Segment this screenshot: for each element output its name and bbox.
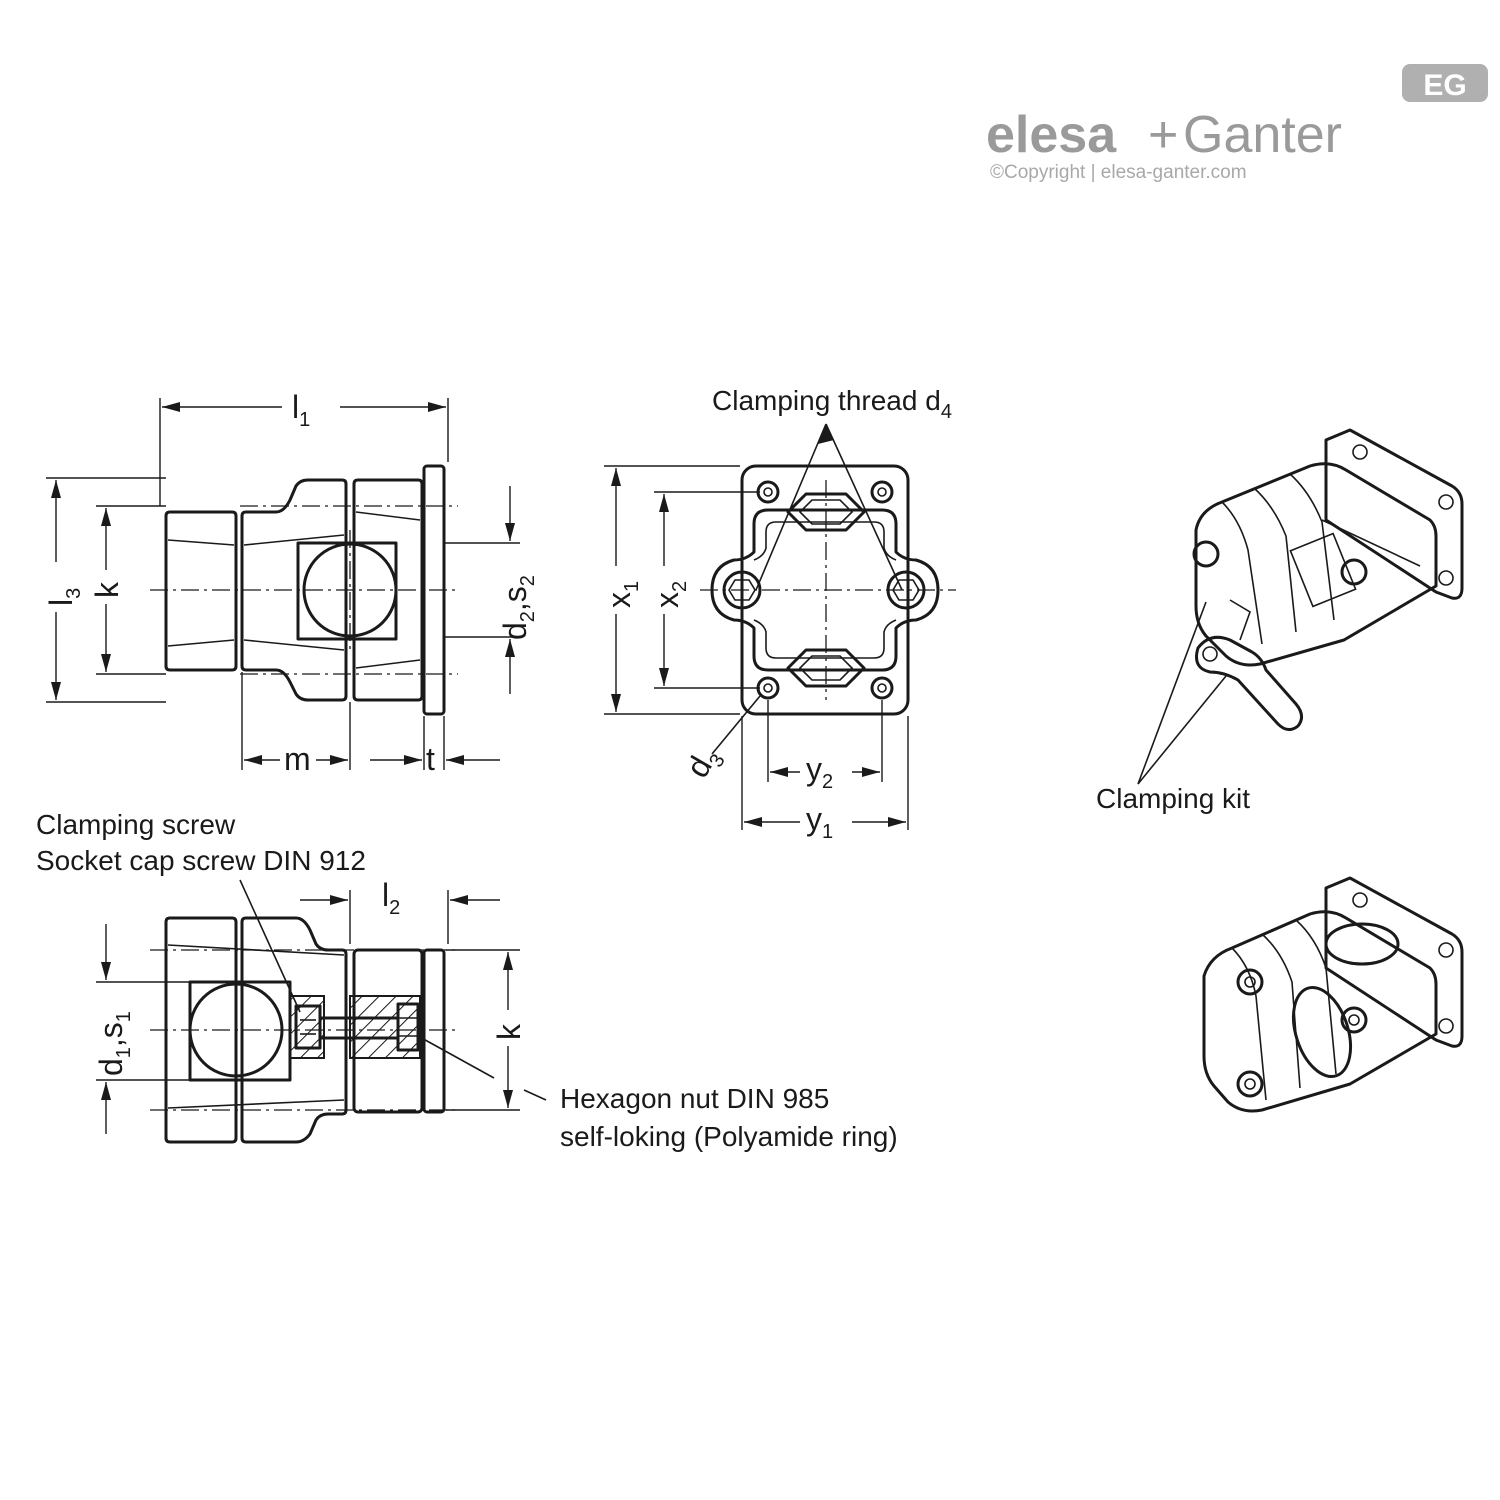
section-flange: [422, 948, 446, 1114]
front-screw-br: [870, 676, 894, 700]
side-view: l1 l3 k d2,s2 m: [40, 388, 539, 777]
brand-logo: EG elesa + Ganter ©Copyright | elesa-gan…: [986, 64, 1488, 183]
svg-text:d3: d3: [679, 740, 730, 786]
brand-badge-text: EG: [1423, 69, 1466, 102]
clamping-screw-label: Clamping screw: [36, 809, 236, 840]
brand-name-left: elesa: [986, 106, 1117, 164]
iso2-screw-bottom: [1236, 1070, 1264, 1098]
dim-d1s1-label: d: [93, 1058, 129, 1076]
dim-x1-label: x: [601, 592, 637, 608]
side-right-block: [352, 478, 424, 702]
dim-l2-label: l: [382, 877, 389, 913]
brand-badge: [1402, 64, 1488, 102]
section-left-block: [164, 916, 238, 1144]
dim-k-label: k: [89, 581, 125, 598]
iso1-clamping-lever: [1195, 635, 1303, 731]
front-screw-bl: [756, 676, 780, 700]
section-view: Clamping screw Socket cap screw DIN 912: [36, 809, 898, 1152]
svg-text:d2,s2: d2,s2: [497, 575, 539, 640]
front-screw-tl: [756, 480, 780, 504]
iso1-body: [1194, 462, 1438, 667]
svg-text:l3: l3: [43, 588, 85, 606]
iso1-flange: [1324, 428, 1464, 600]
iso2-flange: [1324, 876, 1464, 1048]
svg-text:y1: y1: [806, 801, 833, 843]
svg-text:x2: x2: [649, 581, 691, 608]
svg-text:y2: y2: [806, 751, 833, 793]
front-cross-body: [710, 508, 940, 672]
side-left-block: [164, 510, 238, 672]
iso2-bore-top: [1324, 922, 1400, 966]
svg-text:x1: x1: [601, 581, 643, 608]
dim-m-label: m: [284, 741, 311, 777]
dim-k2-label: k: [491, 1023, 527, 1040]
side-middle-block: [240, 478, 348, 702]
dim-y1-label: y: [806, 801, 822, 837]
brand-copyright: ©Copyright | elesa-ganter.com: [990, 162, 1247, 183]
hex-nut-sub-label: self-loking (Polyamide ring): [560, 1121, 898, 1152]
svg-text:l1: l1: [292, 389, 310, 431]
iso1-screw-b: [1192, 540, 1220, 568]
iso2-bore-side: [1291, 986, 1353, 1078]
iso2-screw-side: [1340, 1006, 1368, 1034]
dim-l3-label: l: [43, 599, 79, 606]
brand-name-right: Ganter: [1183, 106, 1342, 164]
svg-text:d1,s1: d1,s1: [93, 1011, 135, 1076]
dim-x2-label: x: [649, 592, 685, 608]
front-screw-tr: [870, 480, 894, 504]
front-hex-top: [786, 492, 866, 532]
section-hex-nut: [396, 1002, 420, 1052]
dim-y2-label: y: [806, 751, 822, 787]
iso2-screw-top: [1236, 968, 1264, 996]
dim-d2s2-label: d: [497, 622, 533, 640]
clamping-kit-label: Clamping kit: [1096, 783, 1250, 814]
iso-view-clamping-kit: Clamping kit: [1096, 428, 1464, 814]
iso1-screw-a: [1340, 558, 1368, 586]
svg-text:l2: l2: [382, 877, 400, 919]
socket-cap-screw-label: Socket cap screw DIN 912: [36, 845, 366, 876]
svg-text:Clamping thread d4: Clamping thread d4: [712, 385, 952, 423]
dim-t-label: t: [426, 741, 435, 777]
iso-view-assembled: [1202, 876, 1464, 1113]
clamping-thread-label: Clamping thread d: [712, 385, 941, 416]
dim-l1-label: l: [292, 389, 299, 425]
iso2-body: [1202, 910, 1438, 1113]
hex-nut-label: Hexagon nut DIN 985: [560, 1083, 829, 1114]
front-view: Clamping thread d4 x1: [600, 385, 956, 843]
brand-plus: +: [1148, 106, 1178, 164]
section-hatch-right: [349, 995, 421, 1059]
front-hex-bottom: [786, 648, 866, 688]
